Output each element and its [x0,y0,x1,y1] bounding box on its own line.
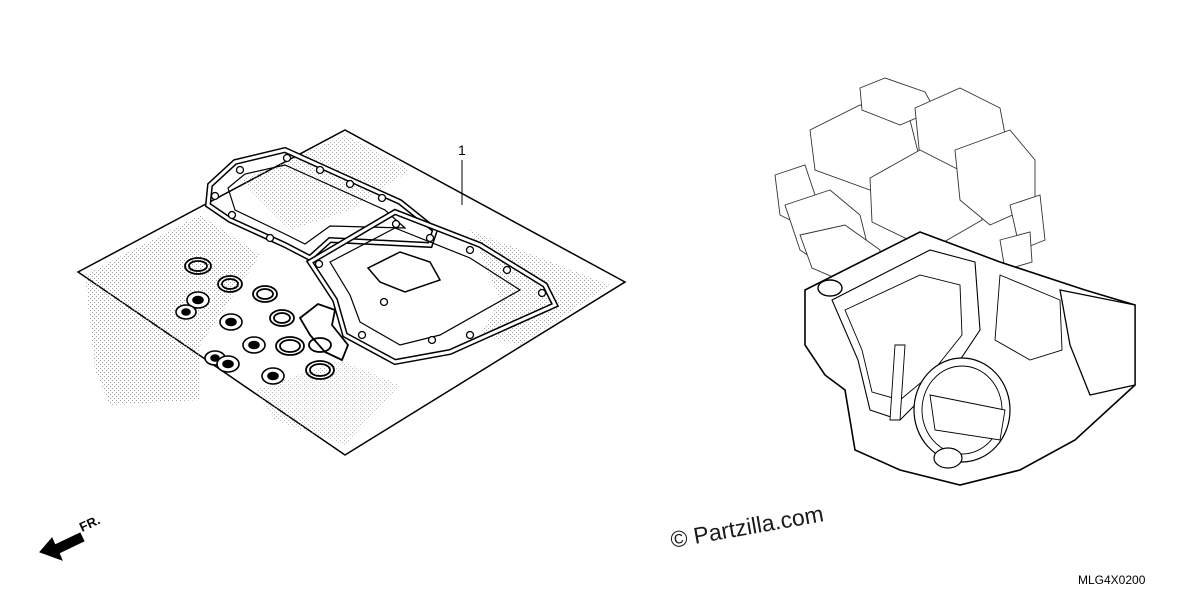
oil-pan-gasket [305,208,560,366]
gasket-kit-illustration [76,129,627,456]
callout-number-1: 1 [458,142,466,158]
bag-shading-bottom [255,360,400,445]
bag-shading-left [85,215,260,405]
front-direction-indicator: FR. [39,512,102,561]
oil-pan-gasket-bolt-holes [314,219,547,345]
cover-gasket-bolt-holes [210,153,387,243]
diagram-code: MLG4X0200 [1078,573,1146,587]
engine-cylinders [774,77,1046,281]
engine-crankcase [804,231,1136,486]
engine-illustration [774,77,1136,486]
watermark-text: © Partzilla.com [668,500,825,553]
o-rings [184,257,335,380]
front-label: FR. [77,512,102,534]
oil-seals [175,291,285,385]
small-gasket [298,302,350,362]
front-arrow-icon [39,532,85,561]
